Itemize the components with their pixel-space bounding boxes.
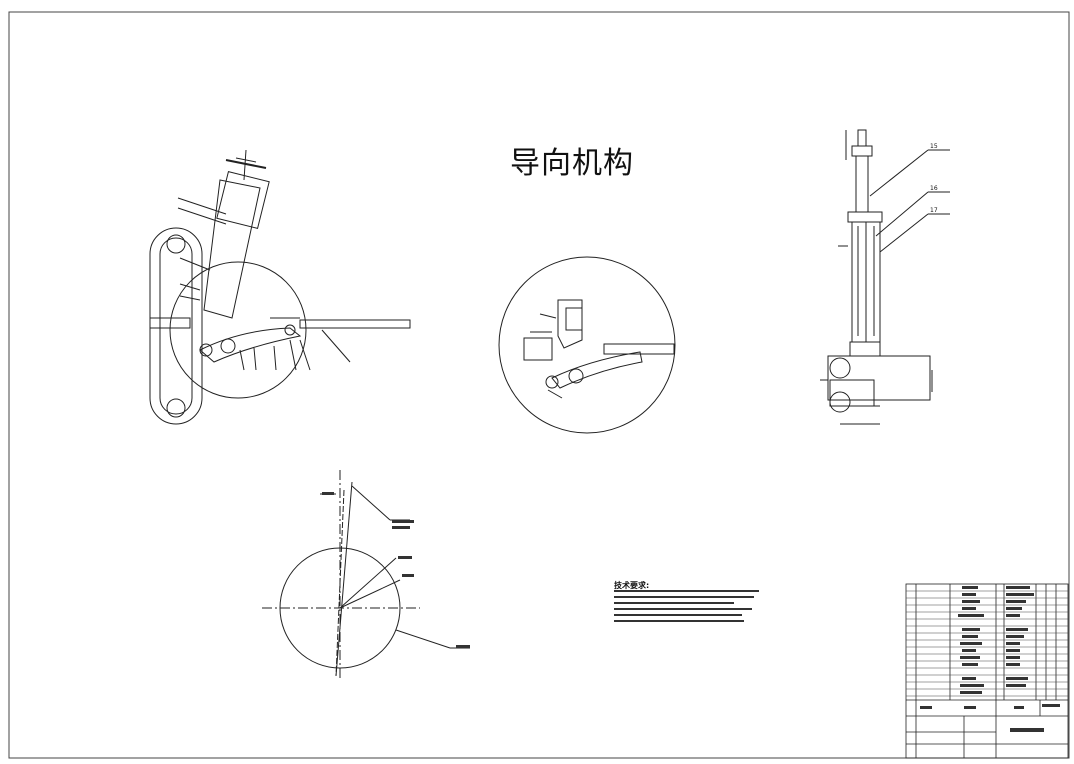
technical-requirements-title: 技术要求: [614,581,650,590]
parts-list-rows [906,590,1068,697]
annotation-marks [322,492,470,648]
balloon-15: 15 [930,143,938,150]
detail-circle-center [498,256,676,434]
suspension-assembly-view [149,149,411,425]
strut-section-view [820,129,950,425]
parts-list-text-marks [920,586,1060,732]
leader-15 [869,149,929,197]
note-line [614,614,742,616]
balloon-16: 16 [930,185,938,192]
technical-requirements-lines [614,590,764,626]
note-line [614,608,752,610]
drawing-title: 导向机构 [510,146,634,181]
kingpin-geometry-diagram [262,470,470,680]
detail-circle-left [169,261,307,399]
note-line [614,596,754,598]
leader-16 [875,191,929,237]
leader-17 [879,213,929,253]
balloon-17: 17 [930,207,938,214]
detail-view-center [498,256,676,434]
note-line [614,602,734,604]
sheet-border [8,11,1070,759]
wheel-outline [149,227,203,425]
note-line [614,620,744,622]
note-line [614,590,759,592]
parts-list-table [905,583,1069,759]
